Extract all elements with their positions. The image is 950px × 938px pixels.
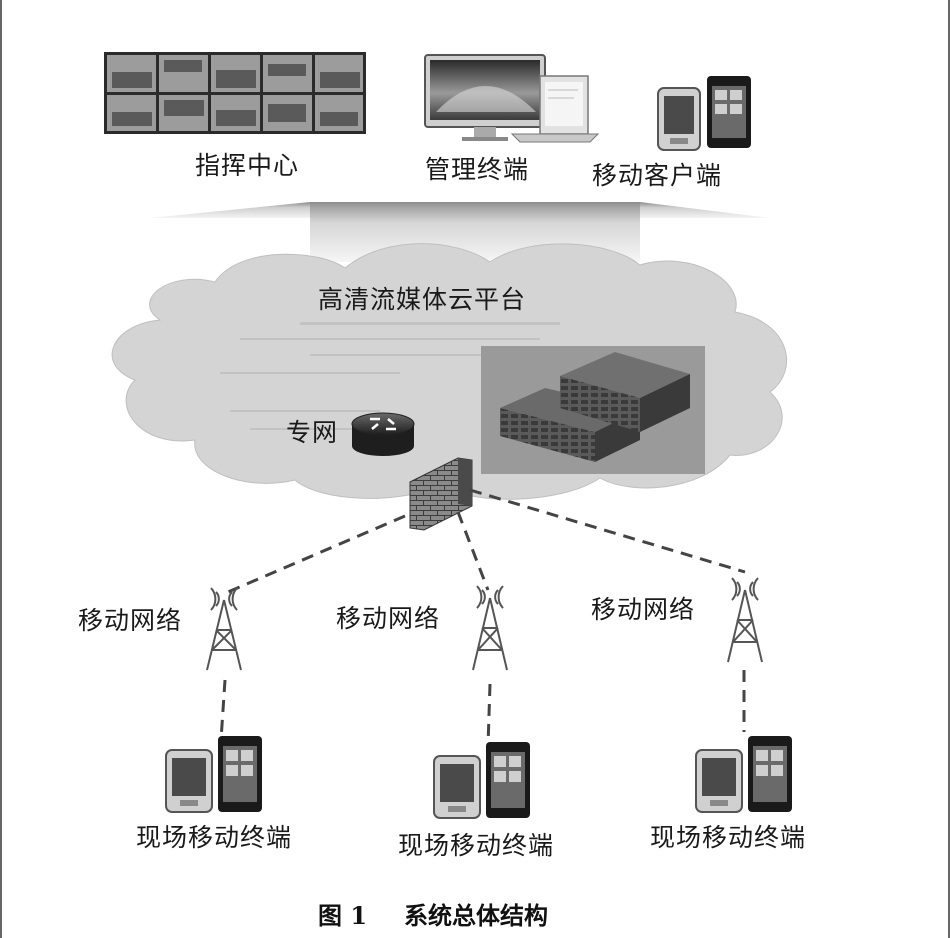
cloud-noise: [220, 322, 560, 430]
label-mobile-network-3: 移动网络: [591, 595, 696, 624]
laptop-icon: [510, 75, 600, 143]
network-links: [219, 488, 746, 747]
cell-tower-icon: [727, 577, 763, 663]
label-mobile-client: 移动客户端: [592, 161, 723, 190]
link-tower1-to-terminal1: [219, 679, 227, 741]
label-field-terminal-2: 现场移动终端: [398, 831, 555, 860]
cell-tower-icon: [472, 585, 508, 671]
link-to-tower-2: [456, 511, 490, 591]
desktop-monitor-icon: [424, 54, 546, 141]
link-tower2-to-terminal2: [486, 683, 492, 747]
field-mobile-terminal-icon: [695, 736, 792, 813]
label-cloud-platform: 高清流媒体云平台: [318, 285, 527, 314]
label-command-center: 指挥中心: [195, 151, 300, 180]
label-management-terminal: 管理终端: [425, 155, 530, 184]
router-icon: [351, 412, 415, 456]
server-icon: [481, 346, 705, 474]
link-to-tower-3: [469, 488, 746, 574]
link-to-tower-1: [227, 514, 406, 594]
field-mobile-terminal-icon: [165, 736, 262, 813]
label-mobile-network-1: 移动网络: [78, 606, 183, 635]
label-mobile-network-2: 移动网络: [336, 604, 441, 633]
label-field-terminal-3: 现场移动终端: [650, 823, 807, 852]
cell-tower-icon: [206, 587, 242, 671]
label-private-network: 专网: [286, 418, 339, 447]
video-wall-icon: [104, 52, 366, 134]
firewall-icon: [409, 457, 473, 531]
field-mobile-terminal-icon: [433, 742, 530, 819]
caption-figure-number: 图 1: [318, 901, 368, 930]
caption-title: 系统总体结构: [404, 901, 548, 930]
label-field-terminal-1: 现场移动终端: [136, 823, 293, 852]
mobile-client-icon: [657, 76, 751, 151]
